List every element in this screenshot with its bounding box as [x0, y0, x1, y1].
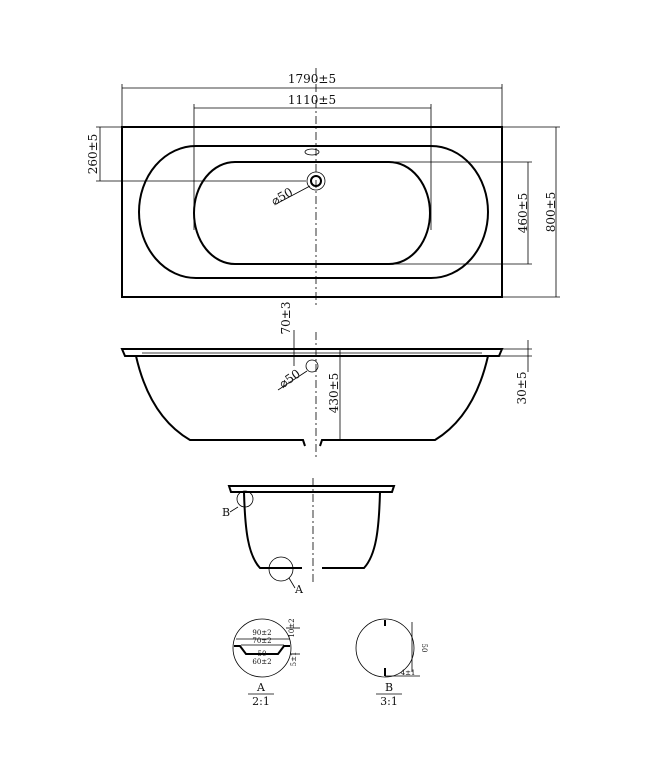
detail-a-profile: [234, 645, 290, 655]
detail-a: 90±2 70±2 50 60±2 10±2 5±1 A 2:1: [232, 618, 300, 708]
rim: [120, 348, 504, 357]
dim-lip: 30±5: [515, 372, 529, 405]
side-view: 70±3 ⌀50 430±5 30±5: [120, 302, 532, 458]
shell-left: [135, 355, 306, 447]
dim-inner-width: 460±5: [516, 193, 530, 234]
detail-a-dim-10: 10±2: [288, 618, 296, 637]
dim-drain-diameter-side: ⌀50: [276, 367, 302, 391]
end-rim: [227, 485, 396, 493]
detail-b-dim-50: 50: [420, 644, 428, 653]
detail-a-dim-5: 5±1: [290, 652, 298, 667]
detail-b: 50 4±1 B 3:1: [355, 618, 428, 708]
detail-a-scale: 2:1: [252, 695, 270, 708]
label-b: B: [222, 506, 230, 519]
side-drain: [305, 359, 319, 373]
detail-a-dim-60: 60±2: [252, 658, 271, 666]
top-view: 1790±5 1110±5 800±5 460±5 260±5 ⌀50: [86, 68, 560, 305]
detail-b-scale: 3:1: [380, 695, 398, 708]
end-shell-right: [322, 491, 381, 569]
detail-a-dim-70: 70±2: [252, 637, 271, 645]
dim-drain-offset: 260±5: [86, 134, 100, 175]
dim-inner-length: 1110±5: [288, 93, 336, 107]
end-view: B A: [222, 478, 396, 596]
end-shell-left: [243, 491, 302, 569]
detail-b-circle: [236, 490, 254, 508]
detail-a-dim-90: 90±2: [252, 629, 271, 637]
detail-b-dim-4: 4±1: [401, 669, 416, 677]
detail-a-frame: [232, 618, 292, 678]
outer-basin: [138, 145, 489, 279]
dim-overall-width: 800±5: [544, 192, 558, 233]
detail-b-frame: [355, 618, 415, 678]
dim-drain-diameter-top: ⌀50: [269, 185, 295, 208]
detail-a-circle: [268, 556, 294, 582]
dim-rim-height: 70±3: [279, 302, 293, 335]
overflow-hole: [304, 148, 320, 156]
tub-outline: [121, 126, 503, 298]
detail-b-title: B: [385, 681, 393, 694]
label-a: A: [294, 583, 304, 596]
shell-right: [319, 355, 489, 447]
detail-a-dim-50: 50: [258, 650, 267, 658]
detail-a-title: A: [256, 681, 266, 694]
dim-depth: 430±5: [327, 373, 341, 414]
dim-overall-length: 1790±5: [288, 72, 336, 86]
